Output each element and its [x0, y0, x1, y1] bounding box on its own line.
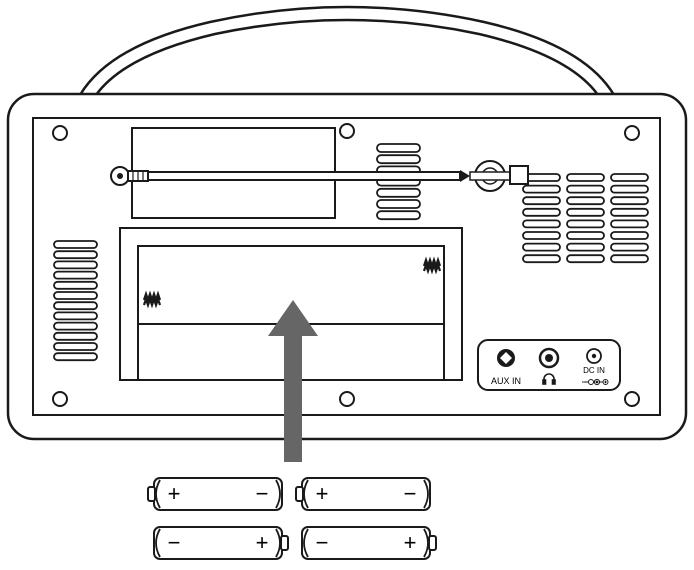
screw-bottom-left — [52, 391, 68, 407]
grille-slot — [522, 219, 561, 229]
grille-slot — [376, 210, 421, 221]
dc-polarity-icon — [582, 378, 609, 386]
headphone-jack — [538, 347, 560, 369]
battery: −+ — [153, 526, 289, 560]
aux-in-label: AUX IN — [491, 376, 521, 386]
battery-right-sign: + — [256, 530, 269, 555]
grille-slot — [376, 187, 421, 198]
grille-slot — [566, 242, 605, 252]
grille-slot — [376, 154, 421, 165]
antenna-rod — [147, 171, 461, 181]
grille-slot — [522, 254, 561, 264]
insert-arrow — [268, 300, 318, 462]
spring-contact-left — [142, 290, 162, 309]
grille-slot — [53, 270, 98, 280]
grille-slot — [610, 184, 649, 194]
aux-in-jack — [497, 349, 515, 367]
battery-left-sign: + — [316, 481, 329, 506]
screw-top-middle — [339, 123, 355, 139]
grille-slot — [522, 184, 561, 194]
grille-slot — [522, 231, 561, 240]
screw-top-right — [624, 125, 640, 141]
speaker-grille-center — [376, 143, 421, 221]
headphone-icon — [542, 373, 556, 385]
grille-slot — [610, 254, 649, 264]
grille-slot — [53, 331, 98, 341]
battery-terminal — [428, 535, 437, 551]
grille-slot — [53, 250, 98, 260]
battery: +− — [147, 477, 283, 511]
grille-slot — [53, 260, 98, 270]
speaker-grille-left — [53, 240, 98, 362]
grille-slot — [53, 291, 98, 300]
radio-handle — [78, 5, 616, 96]
speaker-grille-right — [522, 173, 649, 264]
port-panel: AUX IN DC IN — [477, 339, 621, 391]
grille-slot — [610, 196, 649, 206]
grille-slot — [610, 207, 649, 217]
battery-terminal — [295, 486, 304, 502]
antenna-mount — [509, 165, 529, 185]
grille-slot — [610, 242, 649, 252]
grille-slot — [522, 242, 561, 252]
grille-slot — [53, 311, 98, 321]
grille-slot — [566, 173, 605, 182]
battery-left-sign: − — [168, 530, 181, 555]
dc-in-jack — [586, 348, 602, 364]
battery-left-sign: − — [316, 530, 329, 555]
grille-slot — [53, 321, 98, 331]
grille-slot — [566, 254, 605, 264]
grille-slot — [610, 231, 649, 240]
telescopic-antenna — [110, 160, 529, 192]
grille-slot — [522, 196, 561, 206]
grille-slot — [53, 240, 98, 249]
grille-slot — [610, 173, 649, 182]
dc-in-label: DC IN — [583, 366, 605, 375]
grille-slot — [53, 342, 98, 351]
grille-slot — [53, 301, 98, 311]
battery-terminal — [280, 535, 289, 551]
battery-right-sign: + — [404, 530, 417, 555]
battery: +− — [295, 477, 431, 511]
screw-top-left — [52, 125, 68, 141]
grille-slot — [376, 199, 421, 209]
screw-bottom-middle — [339, 391, 355, 407]
battery-right-sign: − — [404, 481, 417, 506]
grille-slot — [566, 231, 605, 240]
battery: −+ — [301, 526, 437, 560]
screw-bottom-right — [624, 391, 640, 407]
battery-left-sign: + — [168, 481, 181, 506]
grille-slot — [566, 196, 605, 206]
batteries: +−+−−+−+ — [147, 477, 437, 560]
grille-slot — [566, 207, 605, 217]
grille-slot — [53, 280, 98, 290]
grille-slot — [566, 219, 605, 229]
grille-slot — [376, 143, 421, 153]
grille-slot — [522, 207, 561, 217]
grille-slot — [610, 219, 649, 229]
grille-slot — [566, 184, 605, 194]
screws — [52, 123, 640, 407]
grille-slot — [53, 352, 98, 362]
battery-terminal — [147, 486, 156, 502]
battery-right-sign: − — [256, 481, 269, 506]
spring-contact-right — [422, 256, 442, 275]
